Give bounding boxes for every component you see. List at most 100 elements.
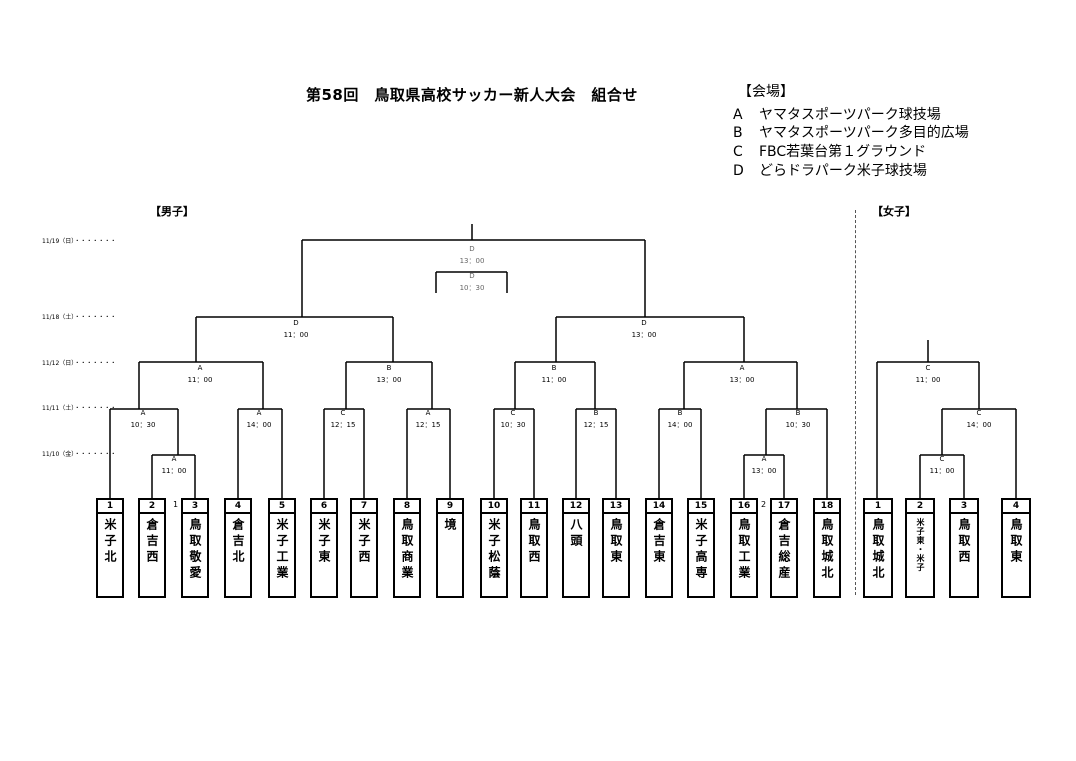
- match-label: D: [641, 319, 646, 327]
- match-label: 11：00: [930, 467, 955, 475]
- team-name: 米子高専: [694, 518, 708, 582]
- match-label: 12：15: [331, 421, 356, 429]
- team-number: 5: [270, 500, 294, 514]
- date-label: 11/11（土）・・・・・・・: [42, 405, 117, 412]
- girls-section-label: 【女子】: [872, 205, 916, 218]
- team-number: 2: [140, 500, 164, 514]
- team-box: 10 米子松蔭: [480, 498, 508, 598]
- team-box: 1 鳥取城北: [863, 498, 893, 598]
- team-name: 倉吉西: [145, 518, 159, 566]
- team-number: 17: [772, 500, 796, 514]
- match-label: 11：00: [542, 376, 567, 384]
- match-label: C: [341, 409, 346, 417]
- match-label: B: [678, 409, 683, 417]
- team-number: 14: [647, 500, 671, 514]
- match-label: 10：30: [131, 421, 156, 429]
- team-box: 4 倉吉北: [224, 498, 252, 598]
- match-label: D: [293, 319, 298, 327]
- team-box: 5 米子工業: [268, 498, 296, 598]
- team-name: 米子北: [103, 518, 117, 566]
- match-label: 14：00: [967, 421, 992, 429]
- team-box: 18 鳥取城北: [813, 498, 841, 598]
- match-label: A: [198, 364, 203, 372]
- team-number: 7: [352, 500, 376, 514]
- team-box: 3 鳥取西: [949, 498, 979, 598]
- match-label: 10：30: [501, 421, 526, 429]
- match-label: 13：00: [752, 467, 777, 475]
- team-name: 鳥取東: [609, 518, 623, 566]
- team-box: 12 八頭: [562, 498, 590, 598]
- team-name: 鳥取西: [527, 518, 541, 566]
- section-divider: [855, 210, 856, 595]
- seed-mark: 1: [173, 500, 179, 509]
- match-label: 13：00: [730, 376, 755, 384]
- team-name: 鳥取城北: [820, 518, 834, 582]
- match-label: C: [926, 364, 931, 372]
- team-name: 米子東: [317, 518, 331, 566]
- match-label: A: [141, 409, 146, 417]
- team-name: 米子工業: [275, 518, 289, 582]
- seed-mark: 2: [761, 500, 767, 509]
- match-label: 11：00: [162, 467, 187, 475]
- team-name: 米子東・米子: [916, 518, 925, 572]
- match-label: B: [552, 364, 557, 372]
- match-label: 12：15: [416, 421, 441, 429]
- team-name: 倉吉北: [231, 518, 245, 566]
- team-name: 鳥取東: [1009, 518, 1023, 566]
- match-label: B: [796, 409, 801, 417]
- team-number: 15: [689, 500, 713, 514]
- match-label: 11：00: [284, 331, 309, 339]
- match-label: 13：00: [377, 376, 402, 384]
- team-box: 2 米子東・米子: [905, 498, 935, 598]
- team-box: 2 倉吉西: [138, 498, 166, 598]
- team-name: 米子松蔭: [487, 518, 501, 582]
- match-label: 13：00: [460, 257, 485, 265]
- match-label: 10：30: [786, 421, 811, 429]
- team-name: 八頭: [569, 518, 583, 550]
- team-number: 1: [865, 500, 891, 514]
- team-box: 14 倉吉東: [645, 498, 673, 598]
- team-number: 18: [815, 500, 839, 514]
- team-number: 6: [312, 500, 336, 514]
- team-number: 12: [564, 500, 588, 514]
- team-number: 10: [482, 500, 506, 514]
- team-number: 4: [226, 500, 250, 514]
- match-label: 11：00: [916, 376, 941, 384]
- match-label: C: [977, 409, 982, 417]
- match-label: 14：00: [668, 421, 693, 429]
- match-label: B: [594, 409, 599, 417]
- match-label: C: [511, 409, 516, 417]
- team-number: 3: [951, 500, 977, 514]
- team-number: 9: [438, 500, 462, 514]
- boys-section-label: 【男子】: [150, 205, 194, 218]
- team-number: 2: [907, 500, 933, 514]
- team-box: 15 米子高専: [687, 498, 715, 598]
- team-name: 鳥取城北: [871, 518, 885, 582]
- match-label: A: [426, 409, 431, 417]
- match-label: C: [940, 455, 945, 463]
- team-name: 鳥取西: [957, 518, 971, 566]
- team-number: 11: [522, 500, 546, 514]
- match-label: 11：00: [188, 376, 213, 384]
- match-label: A: [257, 409, 262, 417]
- team-name: 境: [443, 518, 457, 534]
- team-number: 4: [1003, 500, 1029, 514]
- team-name: 鳥取敬愛: [188, 518, 202, 582]
- match-label: 12：15: [584, 421, 609, 429]
- match-label: 14：00: [247, 421, 272, 429]
- date-label: 11/19（日）・・・・・・・: [42, 238, 117, 245]
- match-label: D: [469, 272, 474, 280]
- team-number: 13: [604, 500, 628, 514]
- team-name: 倉吉東: [652, 518, 666, 566]
- team-box: 13 鳥取東: [602, 498, 630, 598]
- page-title: 第58回 鳥取県高校サッカー新人大会 組合せ: [306, 86, 638, 104]
